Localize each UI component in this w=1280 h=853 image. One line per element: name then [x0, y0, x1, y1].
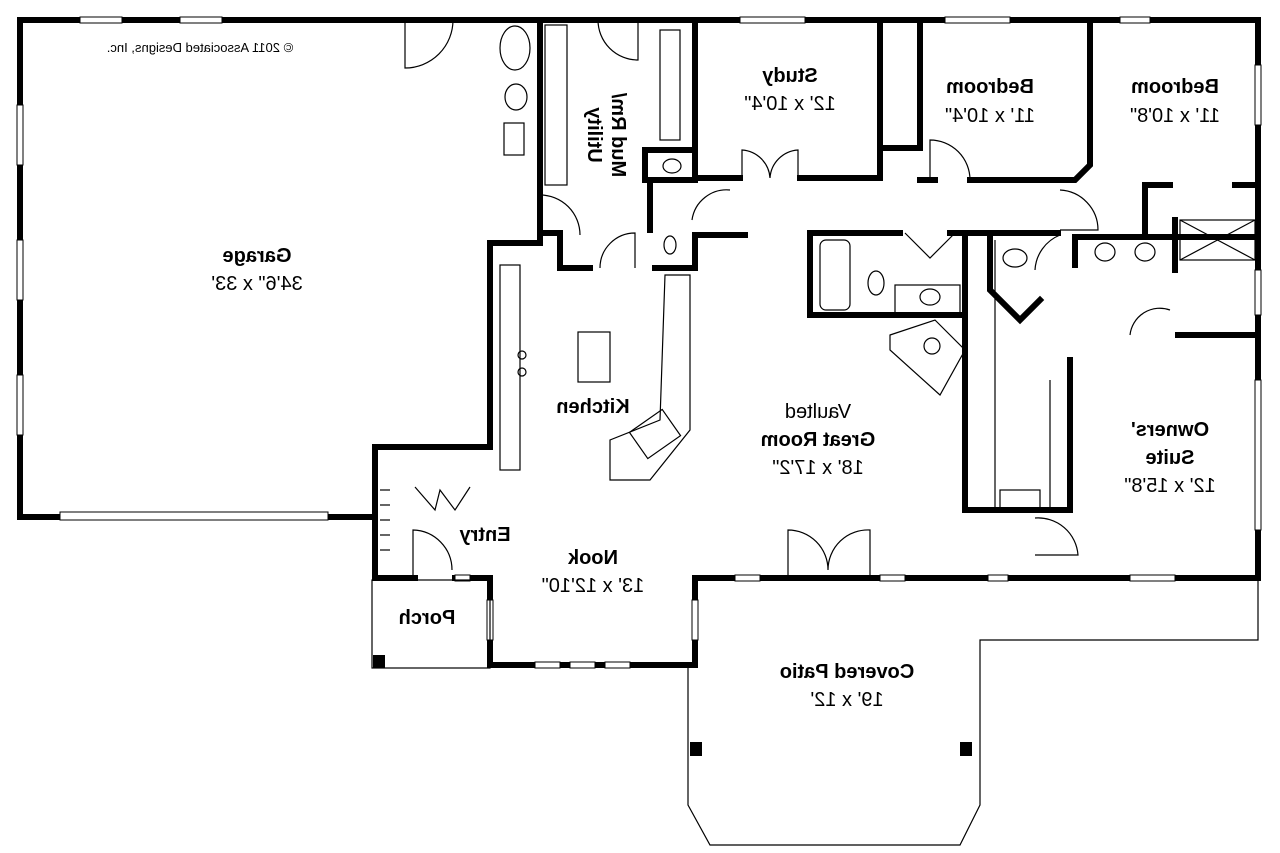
garage-label: Garage [223, 245, 292, 267]
great-room-label-group: Great Room [761, 429, 875, 451]
study-label: Study [761, 65, 817, 87]
bedroom-2-label: Bedroom [1131, 76, 1219, 98]
study-label-group: Study [761, 65, 817, 87]
doors [404, 19, 1171, 578]
nook-dims-group: 13' x 12'10" [542, 575, 645, 597]
garage-label-group: Garage [223, 245, 292, 267]
great-room-prefix: Vaulted [785, 401, 851, 423]
owners-suite-label-1: Owners' [1131, 419, 1209, 441]
copyright-text: © 2011 Associated Designs, Inc. [107, 40, 293, 55]
entry-label-group: Entry [459, 524, 511, 546]
covered-patio-dims-group: 19' x 12' [810, 689, 883, 711]
covered-patio-dims: 19' x 12' [810, 689, 883, 711]
great-room-prefix-group: Vaulted [785, 401, 851, 423]
kitchen-label: Kitchen [556, 396, 629, 418]
exterior-walls [17, 17, 1261, 668]
windows [16, 16, 1262, 669]
bedroom-2-dims: 11' x 10'8" [1130, 105, 1220, 127]
utility-label: Utility [583, 106, 605, 162]
covered-patio-label-group: Covered Patio [780, 661, 914, 683]
great-room-dims-group: 18' x 17'2" [772, 457, 863, 479]
study-dims: 12' x 10'4" [744, 93, 835, 115]
nook-label: Nook [567, 547, 618, 569]
covered-patio-label: Covered Patio [780, 661, 914, 683]
porch-label: Porch [399, 607, 456, 629]
bedroom-2-dims-group: 11' x 10'8" [1130, 105, 1220, 127]
bedroom-1-dims: 11' x 10'4" [945, 105, 1035, 127]
bedroom-1-label-group: Bedroom [946, 76, 1034, 98]
owners-suite-dims: 12' x 15'8" [1124, 475, 1215, 497]
kitchen-label-group: Kitchen [556, 396, 629, 418]
great-room-dims: 18' x 17'2" [772, 457, 863, 479]
study-dims-group: 12' x 10'4" [744, 93, 835, 115]
garage-dims-group: 34'6" x 33' [211, 273, 302, 295]
great-room-label: Great Room [761, 429, 875, 451]
garage-door [59, 511, 329, 521]
bedroom-1-dims-group: 11' x 10'4" [945, 105, 1035, 127]
garage-dims: 34'6" x 33' [211, 273, 302, 295]
nook-dims: 13' x 12'10" [542, 575, 645, 597]
mud-room-label: Mud Rm/ [607, 92, 629, 177]
mud-room-label-group: Mud Rm/ [607, 92, 629, 177]
owners-suite-label-2: Suite [1146, 447, 1195, 469]
utility-label-group: Utility [583, 106, 605, 162]
interior-walls [537, 17, 1261, 513]
owners-suite-dims-group: 12' x 15'8" [1124, 475, 1215, 497]
owners-suite-label-2-group: Suite [1146, 447, 1195, 469]
bedroom-2-label-group: Bedroom [1131, 76, 1219, 98]
nook-label-group: Nook [567, 547, 618, 569]
fixtures [499, 24, 1256, 511]
bedroom-1-label: Bedroom [946, 76, 1034, 98]
porch-patio [371, 489, 1259, 846]
owners-suite-label-1-group: Owners' [1131, 419, 1209, 441]
copyright-text-group: © 2011 Associated Designs, Inc. [107, 40, 293, 55]
porch-label-group: Porch [399, 607, 456, 629]
entry-label: Entry [459, 524, 511, 546]
